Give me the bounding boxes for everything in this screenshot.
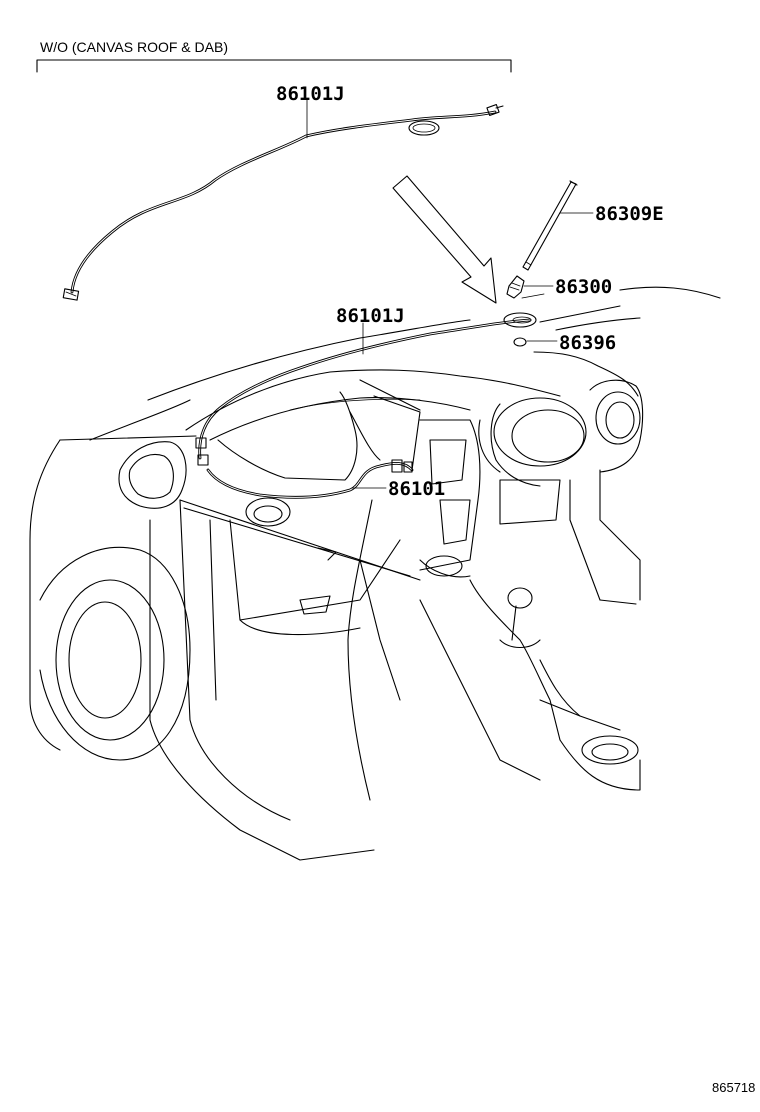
antenna-cable-upper (62, 103, 504, 301)
antenna-base (506, 275, 554, 299)
condition-note: W/O (CANVAS ROOF & DAB) (40, 39, 228, 55)
antenna-rod (522, 180, 594, 271)
condition-bracket: W/O (CANVAS ROOF & DAB) (36, 39, 512, 73)
vehicle-interior-outline (29, 305, 644, 861)
assembly-arrow (392, 175, 497, 304)
antenna-pad (513, 337, 558, 347)
callout-86300: 86300 (555, 276, 612, 298)
roof-edge (619, 286, 721, 299)
callout-86309e: 86309E (595, 203, 664, 225)
figure-reference: 865718 (712, 1080, 755, 1095)
callout-86101j-upper: 86101J (276, 83, 345, 105)
callout-86101: 86101 (388, 478, 445, 500)
callout-86101j-dash: 86101J (336, 305, 405, 327)
callout-86396: 86396 (559, 332, 616, 354)
antenna-cable-lower (206, 459, 414, 499)
